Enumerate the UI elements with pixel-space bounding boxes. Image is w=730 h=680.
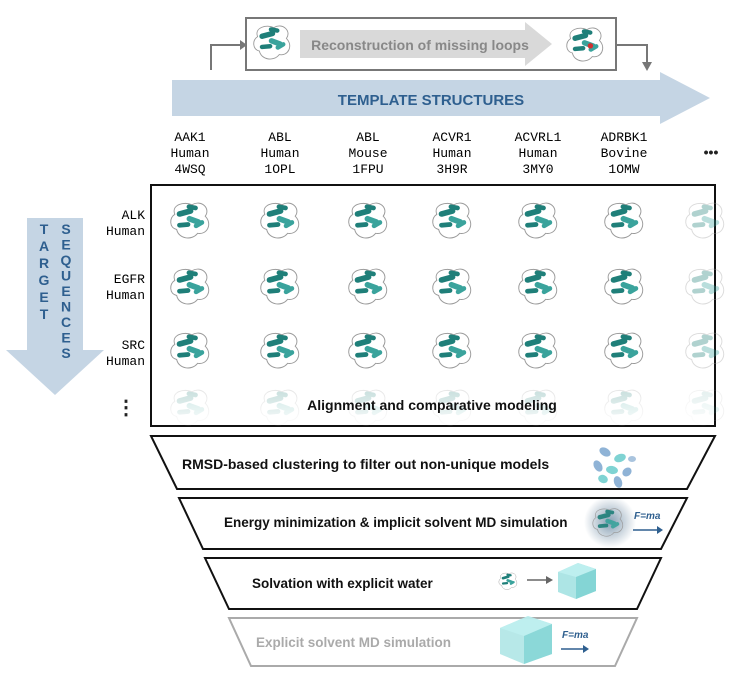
template-pdb: 4WSQ <box>174 162 205 177</box>
protein-structure-icon <box>518 268 558 305</box>
force-arrow-head <box>657 526 663 534</box>
protein-structure-icon <box>348 202 388 239</box>
target-arrow-shape <box>6 218 104 395</box>
protein-icon <box>592 508 624 537</box>
protein-structure-icon <box>348 332 388 369</box>
target-gene: EGFR <box>114 272 145 287</box>
input-connector-head <box>240 40 247 50</box>
protein-structure-icon <box>253 25 291 60</box>
template-gene: ABL <box>356 130 379 145</box>
target-species: Human <box>106 224 145 239</box>
template-gene: ABL <box>268 130 291 145</box>
clustering-stage: RMSD-based clustering to filter out non-… <box>149 435 717 490</box>
minimization-stage-label: Energy minimization & implicit solvent M… <box>224 515 568 530</box>
protein-structure-icon <box>604 202 644 239</box>
protein-structure-icon <box>260 202 300 239</box>
formula-label: F=ma <box>634 511 661 522</box>
protein-structure-icon <box>348 268 388 305</box>
output-connector <box>616 44 648 64</box>
protein-structure-icon <box>685 332 725 369</box>
protein-structure-icon <box>604 332 644 369</box>
water-box-icon <box>558 563 596 599</box>
targets-more-ellipsis: ⋮ <box>116 397 136 419</box>
target-gene: SRC <box>122 338 146 353</box>
protein-structure-icon <box>170 332 210 369</box>
protein-structure-icon <box>566 27 604 62</box>
target-labels: ALK Human EGFR Human SRC Human ⋮ <box>106 208 145 419</box>
protein-icon <box>498 572 518 590</box>
protein-structure-icon <box>432 332 472 369</box>
protein-structure-icon <box>592 508 624 537</box>
template-pdb: 1OMW <box>608 162 639 177</box>
water-box-icon <box>500 616 552 664</box>
minimization-funnel-box <box>177 497 689 550</box>
templates-more-ellipsis: ••• <box>704 144 719 160</box>
template-species: Human <box>260 146 299 161</box>
template-pdb: 3H9R <box>436 162 467 177</box>
template-pdb: 1FPU <box>352 162 383 177</box>
grid-fade-overlay <box>152 388 714 425</box>
protein-structure-icon <box>170 268 210 305</box>
protein-structure-icon <box>685 202 725 239</box>
protein-structure-icon <box>498 572 518 590</box>
protein-structure-icon <box>518 202 558 239</box>
template-arrow-label: TEMPLATE STRUCTURES <box>338 92 524 109</box>
target-species: Human <box>106 354 145 369</box>
template-gene: ACVR1 <box>432 130 471 145</box>
template-species: Mouse <box>348 146 387 161</box>
template-gene: AAK1 <box>174 130 205 145</box>
output-connector-head <box>642 62 652 71</box>
protein-structure-icon <box>260 268 300 305</box>
cluster-icon <box>593 447 636 488</box>
solvation-funnel-box <box>203 557 663 610</box>
solvation-stage: Solvation with explicit water <box>203 557 663 610</box>
target-species: Human <box>106 288 145 303</box>
input-connector <box>210 44 244 70</box>
protein-structure-icon <box>170 202 210 239</box>
force-arrow-head <box>583 645 589 653</box>
template-arrow-shape <box>172 72 710 124</box>
protein-structure-icon <box>432 202 472 239</box>
template-pdb: 1OPL <box>264 162 295 177</box>
formula-label: F=ma <box>562 630 589 641</box>
solvation-arrow-head <box>546 576 553 584</box>
protein-before-icon <box>253 25 291 60</box>
template-pdb: 3MY0 <box>522 162 553 177</box>
template-structures-arrow: TEMPLATE STRUCTURES <box>172 72 710 124</box>
explicit-md-stage: Explicit solvent MD simulation F=ma <box>227 616 639 667</box>
alignment-stage-label: Alignment and comparative modeling <box>307 397 557 413</box>
clustering-funnel-box <box>149 435 717 490</box>
minimization-stage: Energy minimization & implicit solvent M… <box>177 496 689 550</box>
protein-structure-icon <box>260 332 300 369</box>
template-species: Human <box>518 146 557 161</box>
template-gene: ACVRL1 <box>515 130 562 145</box>
protein-structure-icon <box>432 268 472 305</box>
loop-reconstruction-arrow <box>300 22 552 66</box>
template-species: Bovine <box>601 146 648 161</box>
loop-reconstruction-step: Reconstruction of missing loops <box>210 17 652 71</box>
target-gene: ALK <box>122 208 146 223</box>
protein-structure-icon <box>604 268 644 305</box>
template-species: Human <box>432 146 471 161</box>
template-species: Human <box>170 146 209 161</box>
template-gene: ADRBK1 <box>601 130 648 145</box>
template-headers: AAK1 Human 4WSQ ABL Human 1OPL ABL Mouse… <box>170 130 718 177</box>
protein-structure-icon <box>685 268 725 305</box>
solvation-stage-label: Solvation with explicit water <box>252 576 434 591</box>
protein-structure-icon <box>518 332 558 369</box>
clustering-stage-label: RMSD-based clustering to filter out non-… <box>182 456 549 472</box>
protein-after-icon <box>566 27 604 62</box>
loop-reconstruction-label: Reconstruction of missing loops <box>311 37 529 53</box>
explicit-md-stage-label: Explicit solvent MD simulation <box>256 635 451 650</box>
comparative-modeling-stage: Alignment and comparative modeling <box>150 184 725 427</box>
